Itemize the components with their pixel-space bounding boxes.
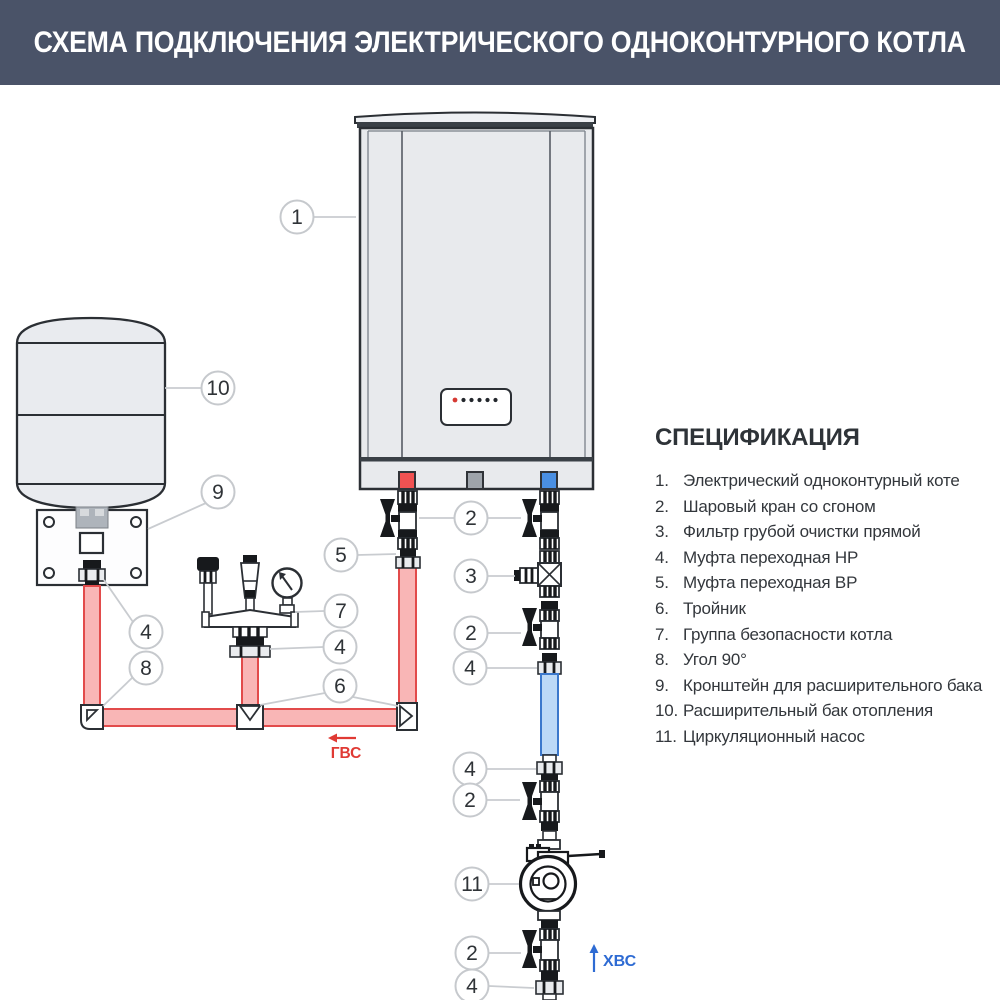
boiler-unit: [354, 111, 596, 491]
spec-item-3: 3.Фильтр грубой очистки прямой: [655, 522, 921, 542]
callout-10: 10: [200, 370, 236, 406]
callout-11: 11: [454, 866, 490, 902]
union-cold-lower: [536, 754, 563, 781]
svg-text:4: 4: [464, 758, 476, 781]
page-header: СХЕМА ПОДКЛЮЧЕНИЯ ЭЛЕКТРИЧЕСКОГО ОДНОКОН…: [0, 0, 1000, 85]
tee-fitting: [236, 704, 264, 730]
svg-text:4: 4: [464, 657, 476, 680]
svg-text:10: 10: [206, 377, 229, 400]
spec-item-7: 7.Группа безопасности котла: [655, 624, 893, 644]
pressure-gauge: [271, 567, 303, 614]
svg-text:2: 2: [465, 622, 477, 645]
callout-2-lower: 2: [452, 782, 488, 818]
page-title: СХЕМА ПОДКЛЮЧЕНИЯ ЭЛЕКТРИЧЕСКОГО ОДНОКОН…: [33, 25, 967, 59]
callout-2-mid: 2: [453, 615, 489, 651]
elbow-90-right: [396, 702, 418, 731]
boiler-port-neutral: [466, 471, 484, 490]
callout-5: 5: [323, 537, 359, 573]
spec-item-5: 5.Муфта переходная ВР: [655, 573, 858, 593]
specification: СПЕЦИФИКАЦИЯ 1.Электрический одноконтурн…: [655, 424, 1000, 753]
ball-valve-cold-2: [522, 601, 560, 650]
spec-item-8: 8.Угол 90°: [655, 650, 747, 670]
bracket-union-fitting: [78, 560, 106, 586]
svg-text:1: 1: [291, 206, 303, 229]
valve-handle: [522, 499, 542, 537]
svg-text:11: 11: [461, 873, 483, 896]
pipe-hot-right-vertical: [398, 565, 417, 705]
cold-flow-label: ХВС: [589, 944, 637, 972]
callout-8: 8: [128, 650, 164, 686]
svg-text:2: 2: [466, 942, 478, 965]
callout-4-mid: 4: [452, 650, 488, 686]
callout-6: 6: [322, 668, 358, 704]
hot-flow-text: ГВС: [331, 745, 362, 762]
spec-item-10: 10.Расширительный бак отопления: [655, 701, 934, 721]
hot-flow-label: ГВС: [328, 733, 362, 762]
cold-flow-text: ХВС: [603, 953, 637, 970]
callout-1: 1: [279, 199, 315, 235]
callout-4-center: 4: [322, 629, 358, 665]
callout-2-bottom: 2: [454, 935, 490, 971]
spec-item-4: 4.Муфта переходная НР: [655, 547, 859, 567]
svg-text:4: 4: [334, 636, 346, 659]
callout-4-bottom: 4: [454, 968, 490, 1004]
svg-text:7: 7: [335, 600, 347, 623]
spec-item-6: 6.Тройник: [655, 598, 746, 618]
svg-text:9: 9: [212, 481, 224, 504]
svg-text:4: 4: [466, 975, 478, 998]
boiler-safety-group: [197, 555, 303, 658]
ball-valve-cold-4: [522, 920, 560, 972]
specification-title: СПЕЦИФИКАЦИЯ: [655, 424, 860, 451]
coarse-filter: [514, 550, 562, 598]
ball-valve-cold-3: [522, 780, 560, 831]
cold-flow-arrow: [589, 944, 599, 953]
svg-text:4: 4: [140, 621, 152, 644]
circulation-pump: [518, 830, 605, 921]
svg-text:5: 5: [335, 544, 347, 567]
spec-item-2: 2.Шаровый кран со сгоном: [655, 496, 876, 516]
boiler-control-panel: [440, 388, 512, 426]
callout-4-lower: 4: [452, 751, 488, 787]
pipe-cold-vertical: [540, 673, 559, 756]
ball-valve-hot: [380, 490, 418, 550]
union-vr-hot: [395, 549, 421, 569]
spec-item-1: 1.Электрический одноконтурный коте: [655, 471, 960, 490]
callout-7: 7: [323, 593, 359, 629]
svg-text:2: 2: [464, 789, 476, 812]
valve-handle: [522, 782, 542, 820]
callout-3: 3: [453, 558, 489, 594]
spec-item-9: 9.Кронштейн для расширительного бака: [655, 675, 983, 695]
ball-valve-cold-1: [522, 490, 560, 550]
valve-handle: [380, 499, 400, 537]
union-np-cold: [537, 653, 562, 675]
pipe-hot-sg-vertical: [241, 655, 259, 707]
hot-flow-arrow: [328, 733, 337, 743]
spec-item-11: 11.Циркуляционный насос: [655, 726, 865, 746]
expansion-tank: [15, 316, 167, 510]
boiler-port-cold: [540, 471, 558, 490]
pipe-hot-left-vertical: [83, 585, 101, 707]
svg-text:2: 2: [465, 507, 477, 530]
svg-text:3: 3: [465, 565, 477, 588]
valve-handle: [522, 930, 542, 968]
tank-bracket: [35, 506, 149, 587]
callout-2-top: 2: [453, 500, 489, 536]
union-cold-bottom: [535, 971, 564, 1001]
valve-handle: [522, 608, 542, 646]
svg-text:8: 8: [140, 657, 152, 680]
svg-text:6: 6: [334, 675, 346, 698]
indicator-led: [452, 397, 458, 403]
callout-4-left: 4: [128, 614, 164, 650]
callout-9: 9: [200, 474, 236, 510]
elbow-90-left: [80, 704, 104, 730]
boiler-port-hot: [398, 471, 416, 490]
tank-connector: [75, 506, 109, 529]
